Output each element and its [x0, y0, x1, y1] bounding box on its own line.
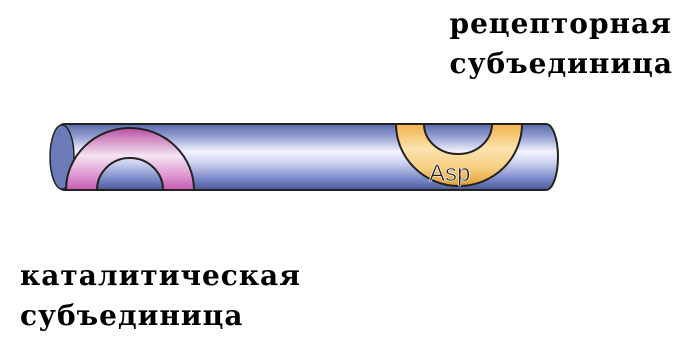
- receptor-subunit-label: рецепторная субъединица: [450, 4, 673, 84]
- receptor-label-line-2: субъединица: [450, 44, 673, 84]
- catalytic-label-line-1: каталитическая: [20, 256, 301, 296]
- catalytic-subunit-label: каталитическая субъединица: [20, 256, 301, 336]
- receptor-label-line-1: рецепторная: [450, 4, 673, 44]
- asp-residue-label: Asp: [429, 160, 470, 187]
- catalytic-label-line-2: субъединица: [20, 296, 301, 336]
